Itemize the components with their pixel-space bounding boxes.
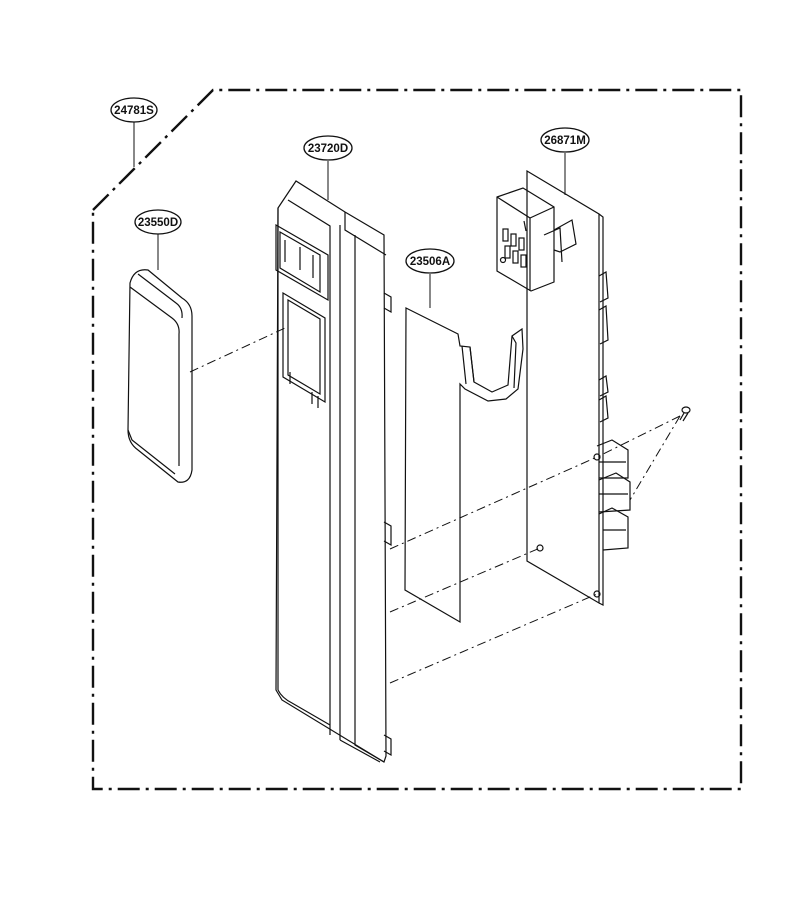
pcb-part <box>496 169 631 606</box>
callout-cover-label: 23550D <box>138 217 178 229</box>
assembly-line-lower <box>389 593 598 684</box>
screw-part <box>679 406 691 422</box>
assembly-line-cover <box>189 327 286 373</box>
insulation-part <box>404 307 524 624</box>
assembly-line-upper <box>389 456 598 550</box>
leader-lines <box>133 122 566 308</box>
callout-pcb-label: 26871M <box>544 135 586 147</box>
assembly-boundary <box>91 88 743 791</box>
assembly-line-screw-1 <box>629 415 681 501</box>
callout-insulation: 23506A <box>405 248 455 274</box>
callout-assembly: 24781S <box>110 97 158 123</box>
assembly-lines <box>189 327 681 684</box>
assembly-line-screw-2 <box>596 415 681 458</box>
frame-part <box>275 180 392 763</box>
assembly-line-middle <box>389 547 541 613</box>
callout-insulation-label: 23506A <box>410 256 450 268</box>
callout-pcb: 26871M <box>540 127 590 153</box>
callout-frame: 23720D <box>303 135 353 161</box>
callout-cover: 23550D <box>134 209 182 235</box>
callout-frame-label: 23720D <box>308 143 348 155</box>
cover-part <box>127 269 193 483</box>
callout-assembly-label: 24781S <box>114 105 154 117</box>
